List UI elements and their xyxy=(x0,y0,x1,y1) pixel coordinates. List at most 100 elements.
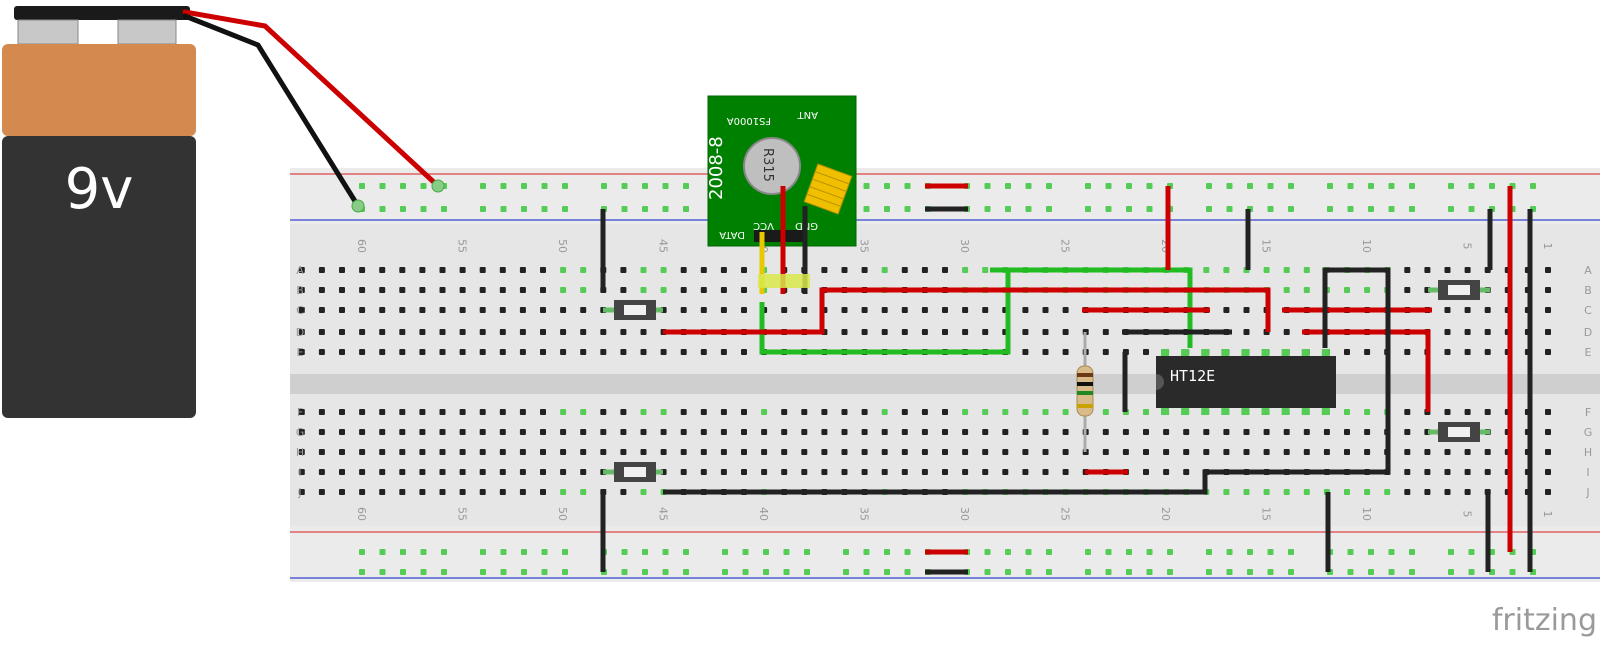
chip-label: HT12E xyxy=(1170,367,1215,385)
breadboard-hole xyxy=(962,307,969,313)
breadboard-hole xyxy=(419,307,426,313)
breadboard-hole xyxy=(499,449,506,455)
breadboard-hole xyxy=(540,349,546,355)
push-button-3-cap xyxy=(1448,285,1470,295)
battery-positive-wire xyxy=(182,9,441,189)
breadboard-hole xyxy=(600,449,607,455)
breadboard-hole xyxy=(1344,449,1350,455)
battery-negative-wire-end xyxy=(351,199,365,213)
breadboard-hole xyxy=(479,429,486,435)
center-channel xyxy=(290,374,1600,394)
breadboard-hole xyxy=(680,349,687,355)
rail-hole xyxy=(742,549,749,555)
breadboard-hole xyxy=(942,307,948,313)
breadboard-hole xyxy=(680,409,687,415)
rail-hole xyxy=(1288,549,1294,555)
rail-hole xyxy=(683,206,689,212)
rail-hole xyxy=(500,569,507,575)
breadboard-hole xyxy=(881,449,888,455)
rail-hole xyxy=(621,549,628,555)
breadboard-hole xyxy=(1002,429,1009,435)
breadboard-hole xyxy=(640,267,647,273)
chip-pin xyxy=(1181,349,1190,357)
breadboard-hole xyxy=(419,287,426,293)
breadboard-hole xyxy=(821,267,828,273)
rail-hole xyxy=(783,549,790,555)
chip-body xyxy=(1156,356,1336,408)
rail-hole xyxy=(642,206,648,212)
rail-hole xyxy=(500,183,507,189)
breadboard-hole xyxy=(298,489,305,495)
breadboard-hole xyxy=(499,409,506,415)
breadboard-hole xyxy=(620,329,627,335)
rail-hole xyxy=(1005,183,1011,189)
breadboard-hole xyxy=(580,267,587,273)
rail-hole xyxy=(400,549,406,555)
battery-body xyxy=(2,136,196,418)
rail-hole xyxy=(1327,206,1333,212)
breadboard-hole xyxy=(901,267,908,273)
breadboard-hole xyxy=(499,429,506,435)
breadboard-hole xyxy=(620,449,627,455)
column-number: 50 xyxy=(556,239,569,253)
breadboard-hole xyxy=(841,449,848,455)
rail-hole xyxy=(1247,183,1253,189)
breadboard-hole xyxy=(942,329,948,335)
breadboard-hole xyxy=(439,409,446,415)
row-letter: D xyxy=(296,326,304,339)
rail-hole xyxy=(562,183,568,189)
rail-hole xyxy=(843,569,849,575)
breadboard-hole xyxy=(1163,449,1170,455)
column-number: 40 xyxy=(757,507,770,521)
column-number: 55 xyxy=(456,239,469,253)
breadboard-hole xyxy=(479,267,486,273)
breadboard-hole xyxy=(1183,449,1190,455)
rail-hole xyxy=(379,549,386,555)
breadboard-hole xyxy=(580,349,587,355)
breadboard-hole xyxy=(1344,349,1350,355)
breadboard-hole xyxy=(519,329,526,335)
rail-hole xyxy=(521,549,527,555)
row-letter: C xyxy=(296,304,304,317)
breadboard-hole xyxy=(1243,307,1250,313)
breadboard-hole xyxy=(359,489,366,495)
rail-hole xyxy=(1468,183,1475,189)
breadboard-hole xyxy=(519,349,526,355)
breadboard-hole xyxy=(419,329,426,335)
breadboard-hole xyxy=(680,429,687,435)
breadboard-hole xyxy=(1545,489,1551,495)
breadboard-hole xyxy=(761,429,768,435)
battery-snap-connector xyxy=(14,6,190,20)
breadboard-hole xyxy=(318,287,325,293)
breadboard-hole xyxy=(318,489,325,495)
breadboard-hole xyxy=(1002,449,1009,455)
breadboard-hole xyxy=(1263,489,1270,495)
rail-hole xyxy=(742,569,749,575)
breadboard-hole xyxy=(720,409,727,415)
breadboard-hole xyxy=(841,429,848,435)
breadboard-hole xyxy=(298,287,305,293)
breadboard-hole xyxy=(540,489,546,495)
rail-hole xyxy=(420,183,427,189)
top-power-rail xyxy=(290,168,1600,224)
breadboard-hole xyxy=(660,449,667,455)
breadboard-hole xyxy=(982,267,989,273)
breadboard-hole xyxy=(499,349,506,355)
row-letter: D xyxy=(1584,326,1592,339)
breadboard-hole xyxy=(1303,429,1310,435)
column-number: 60 xyxy=(355,507,368,521)
rail-hole xyxy=(1530,183,1536,189)
rail-hole xyxy=(480,206,486,212)
rail-hole xyxy=(1288,206,1294,212)
rail-hole xyxy=(621,183,628,189)
breadboard-hole xyxy=(680,267,687,273)
row-letter: I xyxy=(1586,466,1589,479)
breadboard-hole xyxy=(1042,409,1049,415)
breadboard-hole xyxy=(560,429,567,435)
breadboard-hole xyxy=(1464,469,1471,475)
rail-hole xyxy=(1347,183,1354,189)
rail-hole xyxy=(642,569,648,575)
breadboard-hole xyxy=(399,287,406,293)
rail-hole xyxy=(722,549,728,555)
